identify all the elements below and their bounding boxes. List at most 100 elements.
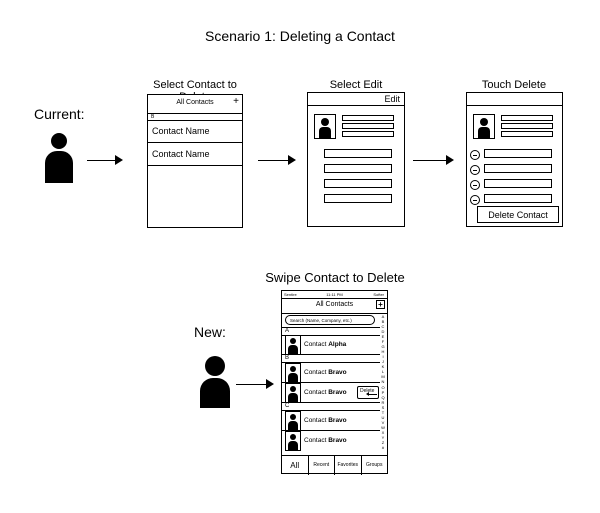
step2-title-field bbox=[342, 131, 394, 137]
step3-delete-contact-button[interactable]: Delete Contact bbox=[477, 206, 559, 223]
step2-field-3 bbox=[324, 179, 392, 188]
new-header-title: All Contacts bbox=[315, 301, 354, 308]
step2-field-1 bbox=[324, 149, 392, 158]
step2-header: Edit bbox=[308, 93, 404, 106]
section-letter-c: C bbox=[285, 403, 290, 409]
search-placeholder: Search (Name, Company, etc.) bbox=[290, 318, 352, 323]
swipe-delete-label: Delete bbox=[360, 388, 375, 394]
current-arrow-3-head bbox=[446, 155, 454, 165]
step3-header bbox=[467, 93, 562, 106]
index-letter-q[interactable]: Q bbox=[381, 394, 385, 400]
step2-company-field bbox=[342, 123, 394, 129]
current-arrow-3 bbox=[413, 160, 446, 161]
step3-remove-icon-1[interactable] bbox=[470, 150, 480, 160]
new-label: New: bbox=[194, 324, 226, 340]
new-caption: Swipe Contact to Delete bbox=[265, 270, 405, 285]
step3-title-field bbox=[501, 131, 553, 137]
tab-favorites[interactable]: Favorites bbox=[335, 456, 362, 475]
contact-row-bravo-3[interactable]: Contact Bravo bbox=[282, 411, 380, 431]
step1-contact-name-1: Contact Name bbox=[152, 126, 210, 136]
section-header-a: A bbox=[282, 327, 380, 336]
index-letter-k[interactable]: K bbox=[381, 364, 385, 370]
index-letter-i[interactable]: I bbox=[382, 354, 384, 360]
step1-contact-row-2[interactable]: Contact Name bbox=[148, 143, 242, 166]
index-letter-a[interactable]: A bbox=[381, 314, 385, 319]
current-user-icon bbox=[45, 133, 73, 183]
index-letter-r[interactable]: R bbox=[381, 399, 385, 405]
step3-company-field bbox=[501, 123, 553, 129]
contact-row-alpha[interactable]: Contact Alpha bbox=[282, 335, 380, 355]
current-arrow-2-head bbox=[288, 155, 296, 165]
contact-avatar-icon bbox=[285, 363, 301, 383]
index-letter-n[interactable]: N bbox=[381, 379, 385, 385]
section-letter-b: B bbox=[285, 355, 290, 361]
tab-bar: All Recent Favorites Groups bbox=[282, 455, 387, 475]
section-header-c: C bbox=[282, 403, 380, 411]
swipe-left-arrow-icon bbox=[368, 394, 377, 395]
index-letter-f[interactable]: F bbox=[381, 339, 385, 345]
search-input[interactable]: Search (Name, Company, etc.) bbox=[285, 315, 375, 325]
contact-name-bravo-1: Contact Bravo bbox=[304, 369, 347, 376]
step3-field-3 bbox=[484, 179, 552, 188]
index-letter-#[interactable]: # bbox=[381, 444, 385, 450]
swipe-delete-button[interactable]: Delete bbox=[357, 386, 379, 399]
step3-remove-icon-2[interactable] bbox=[470, 165, 480, 175]
contact-avatar-icon bbox=[285, 431, 301, 451]
step3-screen: Delete Contact bbox=[466, 92, 563, 227]
index-letter-b[interactable]: B bbox=[381, 319, 385, 325]
contact-name-bravo-4: Contact Bravo bbox=[304, 437, 347, 444]
step3-field-4 bbox=[484, 194, 552, 203]
step3-name-field bbox=[501, 115, 553, 121]
step3-field-1 bbox=[484, 149, 552, 158]
index-letter-z[interactable]: Z bbox=[381, 439, 385, 445]
index-letter-j[interactable]: J bbox=[382, 359, 384, 365]
tab-all[interactable]: All bbox=[282, 456, 309, 475]
index-letter-u[interactable]: U bbox=[381, 414, 385, 420]
step3-remove-icon-4[interactable] bbox=[470, 195, 480, 205]
index-letter-s[interactable]: S bbox=[381, 404, 385, 410]
step3-delete-contact-label: Delete Contact bbox=[488, 210, 548, 220]
step3-contact-photo bbox=[473, 114, 495, 139]
step1-header-title: All Contacts bbox=[176, 99, 214, 106]
step3-remove-icon-3[interactable] bbox=[470, 180, 480, 190]
index-letter-m[interactable]: M bbox=[381, 374, 385, 380]
step1-contact-row-1[interactable]: Contact Name bbox=[148, 120, 242, 143]
index-letter-v[interactable]: V bbox=[381, 419, 385, 425]
step2-edit-button[interactable]: Edit bbox=[384, 94, 400, 104]
step2-field-2 bbox=[324, 164, 392, 173]
new-arrow bbox=[236, 384, 266, 385]
index-letter-w[interactable]: W bbox=[381, 424, 385, 430]
new-add-button[interactable]: + bbox=[376, 300, 385, 309]
index-letter-l[interactable]: L bbox=[381, 369, 385, 375]
new-arrow-head bbox=[266, 379, 274, 389]
contact-avatar-icon bbox=[285, 411, 301, 431]
index-letter-e[interactable]: E bbox=[381, 334, 385, 340]
contact-avatar-icon bbox=[285, 335, 301, 355]
index-letter-p[interactable]: P bbox=[381, 389, 385, 395]
index-letter-g[interactable]: G bbox=[381, 344, 385, 350]
step1-screen: All Contacts + B Contact Name Contact Na… bbox=[147, 94, 243, 228]
contact-name-bravo-2: Contact Bravo bbox=[304, 389, 347, 396]
step2-caption: Select Edit bbox=[329, 79, 383, 91]
step1-header: All Contacts + bbox=[148, 95, 242, 114]
index-letter-x[interactable]: X bbox=[381, 429, 385, 435]
index-letter-y[interactable]: Y bbox=[381, 434, 385, 440]
contact-row-bravo-1[interactable]: Contact Bravo bbox=[282, 363, 380, 383]
index-letter-t[interactable]: T bbox=[381, 409, 385, 415]
status-carrier: Sentire bbox=[284, 292, 297, 297]
tab-recent[interactable]: Recent bbox=[309, 456, 335, 475]
status-time: 11:11 PM bbox=[326, 292, 343, 297]
new-header: All Contacts + bbox=[282, 298, 387, 314]
index-letter-c[interactable]: C bbox=[381, 324, 385, 330]
contact-row-bravo-swiped[interactable]: Contact Bravo Delete bbox=[282, 383, 380, 403]
step2-field-4 bbox=[324, 194, 392, 203]
status-battery: Softer bbox=[373, 292, 384, 297]
contact-row-bravo-4[interactable]: Contact Bravo bbox=[282, 431, 380, 451]
index-letter-h[interactable]: H bbox=[381, 349, 385, 355]
tab-groups[interactable]: Groups bbox=[366, 462, 383, 468]
index-letter-o[interactable]: O bbox=[381, 384, 385, 390]
current-arrow-1 bbox=[87, 160, 115, 161]
step1-add-button[interactable]: + bbox=[233, 96, 239, 107]
index-letter-d[interactable]: D bbox=[381, 329, 385, 335]
